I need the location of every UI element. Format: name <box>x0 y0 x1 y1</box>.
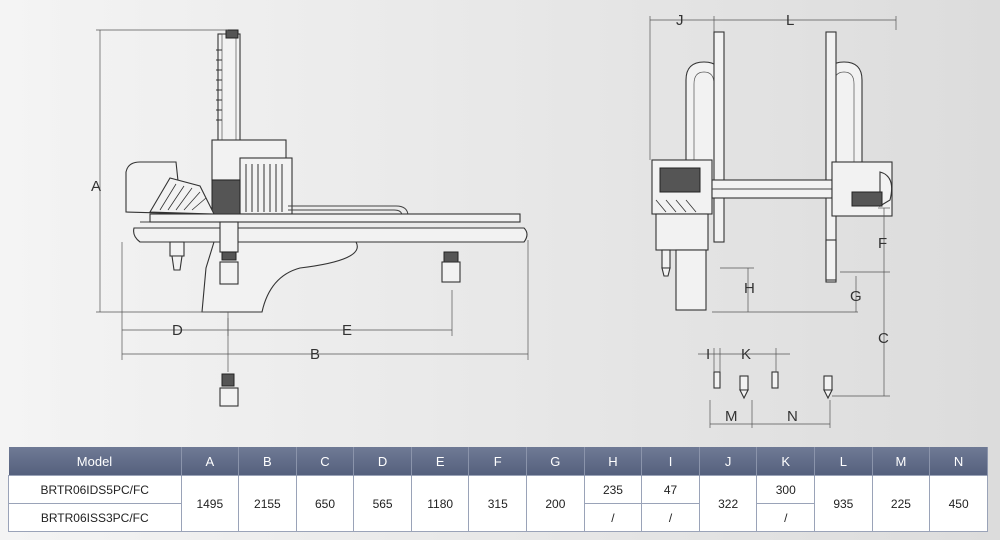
side-view <box>96 29 529 407</box>
col-header-j: J <box>699 447 758 476</box>
col-header-m: M <box>872 447 931 476</box>
spec-table: Model A B C D E F G H I J K L M N BRTR06… <box>8 447 988 532</box>
cell-e: 1180 <box>410 475 470 532</box>
cell-i: 47 <box>641 475 700 504</box>
cell-a: 1495 <box>180 475 240 532</box>
cell-d: 565 <box>353 475 412 532</box>
dim-label-L: L <box>786 12 794 29</box>
dim-label-I: I <box>706 346 710 363</box>
col-header-l: L <box>814 447 873 476</box>
col-header-g: G <box>526 447 585 476</box>
table-header-row: Model A B C D E F G H I J K L M N <box>8 447 988 476</box>
cell-j: 322 <box>698 475 758 532</box>
technical-drawing: A B D E J L F H G C I K M N <box>91 12 897 428</box>
cell-c: 650 <box>295 475 355 532</box>
dim-label-F: F <box>878 235 887 252</box>
cell-f: 315 <box>468 475 528 532</box>
cell-l: 935 <box>814 475 873 532</box>
col-header-e: E <box>411 447 470 476</box>
col-header-h: H <box>584 447 643 476</box>
dim-label-K: K <box>741 346 751 363</box>
col-header-b: B <box>238 447 297 476</box>
cell-m: 225 <box>871 475 931 532</box>
col-header-a: A <box>181 447 240 476</box>
dim-label-N: N <box>787 408 798 425</box>
col-header-n: N <box>929 447 988 476</box>
model-cell: BRTR06ISS3PC/FC <box>8 503 182 532</box>
dim-label-H: H <box>744 280 755 297</box>
col-header-k: K <box>756 447 816 476</box>
dim-label-M: M <box>725 408 738 425</box>
dim-label-C: C <box>878 330 889 347</box>
col-header-c: C <box>296 447 355 476</box>
col-header-f: F <box>468 447 528 476</box>
cell-h: / <box>583 503 643 532</box>
dim-label-G: G <box>850 288 862 305</box>
dim-label-E: E <box>342 322 352 339</box>
cell-k: / <box>756 503 816 532</box>
dim-label-A: A <box>91 178 101 195</box>
table-row: BRTR06IDS5PC/FC 1495 2155 650 565 1180 3… <box>8 475 988 532</box>
cell-h: 235 <box>583 475 643 504</box>
col-header-d: D <box>353 447 412 476</box>
cell-k: 300 <box>756 475 816 504</box>
dim-label-J: J <box>676 12 684 29</box>
cell-b: 2155 <box>238 475 297 532</box>
cell-i: / <box>641 503 700 532</box>
col-header-i: I <box>641 447 700 476</box>
cell-n: 450 <box>929 475 988 532</box>
model-cell: BRTR06IDS5PC/FC <box>8 475 182 504</box>
cell-g: 200 <box>526 475 585 532</box>
col-header-model: Model <box>8 447 182 476</box>
dim-label-D: D <box>172 322 183 339</box>
table-row: BRTR06ISS3PC/FC / / / <box>8 503 988 532</box>
front-view <box>649 16 897 428</box>
dim-label-B: B <box>310 346 320 363</box>
